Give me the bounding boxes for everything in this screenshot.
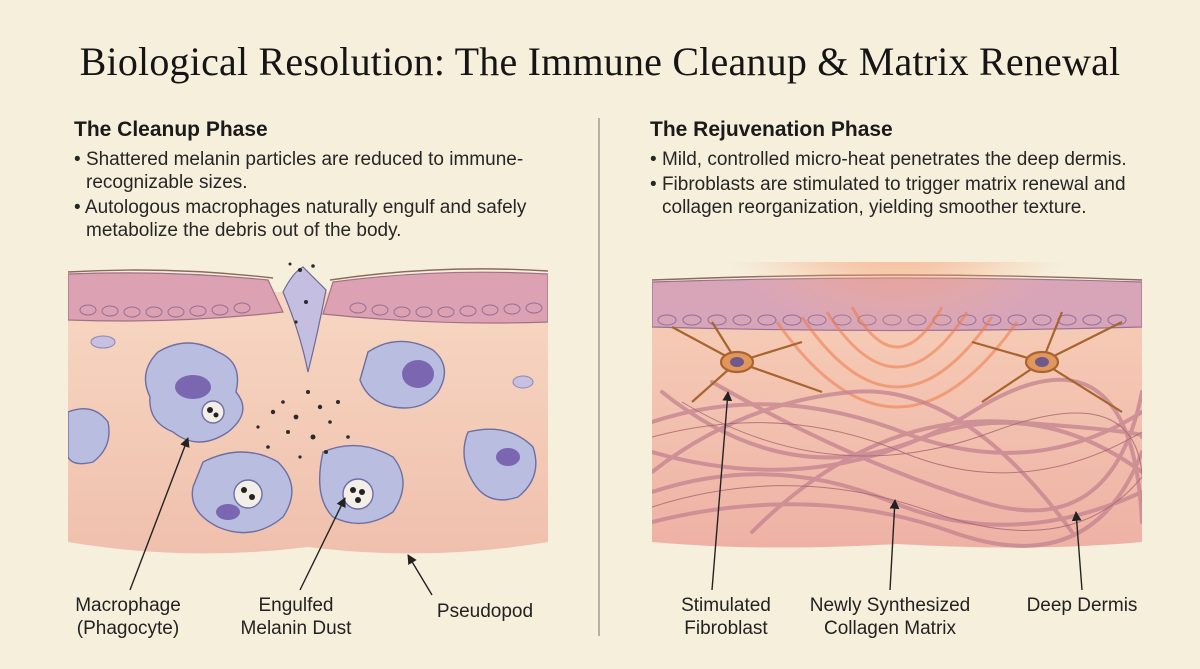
page-title: Biological Resolution: The Immune Cleanu… [79,39,1121,84]
epidermis-layer-left [68,272,284,322]
panel-divider [598,118,600,636]
fibroblast-cells [671,311,1123,413]
cleanup-phase-bullets: Shattered melanin particles are reduced … [74,148,574,242]
epidermis-layer-right [322,271,548,324]
cleanup-bullet-2: Autologous macrophages naturally engulf … [74,196,574,242]
collagen-matrix-label: Newly Synthesized Collagen Matrix [809,595,971,639]
rejuvenation-phase-text: The Rejuvenation Phase Mild, controlled … [650,118,1170,221]
melanin-dust [256,262,350,459]
rejuvenation-bullet-1: Mild, controlled micro-heat penetrates t… [650,148,1170,171]
macrophage-cells [68,340,537,534]
macrophage-cell-6 [68,408,110,465]
cleanup-phase-text: The Cleanup Phase Shattered melanin part… [74,118,574,244]
rejuvenation-phase-heading: The Rejuvenation Phase [650,118,893,141]
pseudopod-label: Pseudopod [436,601,534,622]
cleanup-phase-heading: The Cleanup Phase [74,118,268,141]
cleanup-illustration [68,262,548,554]
macrophage-label: Macrophage (Phagocyte) [75,595,181,639]
engulfed-melanin-dust-label: Engulfed Melanin Dust [240,595,352,639]
rejuvenation-illustration [652,262,1142,548]
deep-dermis-label: Deep Dermis [1026,595,1138,616]
fibroblast-cell-1 [671,321,823,403]
fibroblast-cell-2 [971,311,1123,413]
stimulated-fibroblast-label: Stimulated Fibroblast [681,595,771,639]
macrophage-cell-5 [463,428,537,501]
cleanup-bullet-1: Shattered melanin particles are reduced … [74,148,574,194]
rejuvenation-phase-bullets: Mild, controlled micro-heat penetrates t… [650,148,1170,219]
rejuvenation-bullet-2: Fibroblasts are stimulated to trigger ma… [650,173,1170,219]
